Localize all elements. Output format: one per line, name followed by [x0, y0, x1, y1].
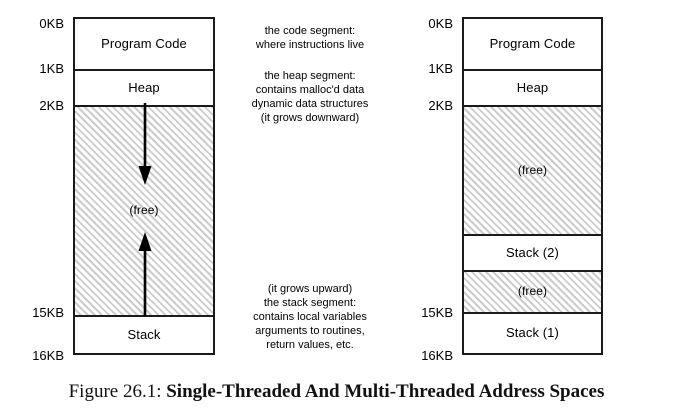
- segment-free-lower-mt: (free): [464, 270, 601, 312]
- segment-stack: Stack: [75, 315, 213, 353]
- tick-label-left-2kb: 2KB: [39, 98, 64, 113]
- segment-heap-mt: Heap: [464, 69, 601, 105]
- segment-label-heap-mt: Heap: [516, 79, 549, 95]
- figure-caption-title: Single-Threaded And Multi-Threaded Addre…: [166, 381, 605, 402]
- segment-label-stack: Stack: [127, 326, 161, 342]
- stack-segment-annotation: (it grows upward) the stack segment: con…: [253, 283, 367, 352]
- segment-label-heap: Heap: [128, 79, 160, 95]
- segment-stack-1: Stack (1): [464, 312, 601, 353]
- segment-label-free: (free): [129, 203, 159, 218]
- tick-label-left-15kb: 15KB: [32, 305, 64, 320]
- tick-label-left-1kb: 1KB: [39, 61, 64, 76]
- tick-label-left-16kb: 16KB: [32, 348, 64, 363]
- segment-program-code-mt: Program Code: [464, 19, 601, 69]
- heap-growth-arrow: [138, 103, 152, 185]
- figure-caption-number: Figure 26.1:: [68, 381, 162, 402]
- tick-label-right-16kb: 16KB: [421, 348, 453, 363]
- segment-heap: Heap: [75, 69, 213, 105]
- stack-growth-arrow: [138, 232, 152, 316]
- segment-stack-2: Stack (2): [464, 234, 601, 270]
- segment-label-stack-1: Stack (1): [506, 325, 559, 341]
- segment-label-free-lower-mt: (free): [517, 284, 548, 299]
- multi-threaded-address-space: Program Code Heap (free) Stack (2) (free…: [462, 17, 603, 355]
- figure-caption: Figure 26.1: Single-Threaded And Multi-T…: [0, 380, 673, 404]
- tick-label-right-2kb: 2KB: [428, 98, 453, 113]
- code-segment-annotation: the code segment: where instructions liv…: [255, 25, 365, 52]
- segment-program-code: Program Code: [75, 19, 213, 69]
- tick-label-left-0kb: 0KB: [39, 16, 64, 31]
- segment-free-upper-mt: (free): [464, 105, 601, 234]
- heap-segment-annotation: the heap segment: contains malloc'd data…: [251, 70, 369, 125]
- segment-label-free-upper-mt: (free): [517, 162, 548, 177]
- tick-label-right-15kb: 15KB: [421, 305, 453, 320]
- tick-label-right-1kb: 1KB: [428, 61, 453, 76]
- segment-label-stack-2: Stack (2): [506, 244, 559, 260]
- segment-label-program-code-mt: Program Code: [489, 35, 576, 51]
- segment-label-program-code: Program Code: [101, 35, 187, 51]
- tick-label-right-0kb: 0KB: [428, 16, 453, 31]
